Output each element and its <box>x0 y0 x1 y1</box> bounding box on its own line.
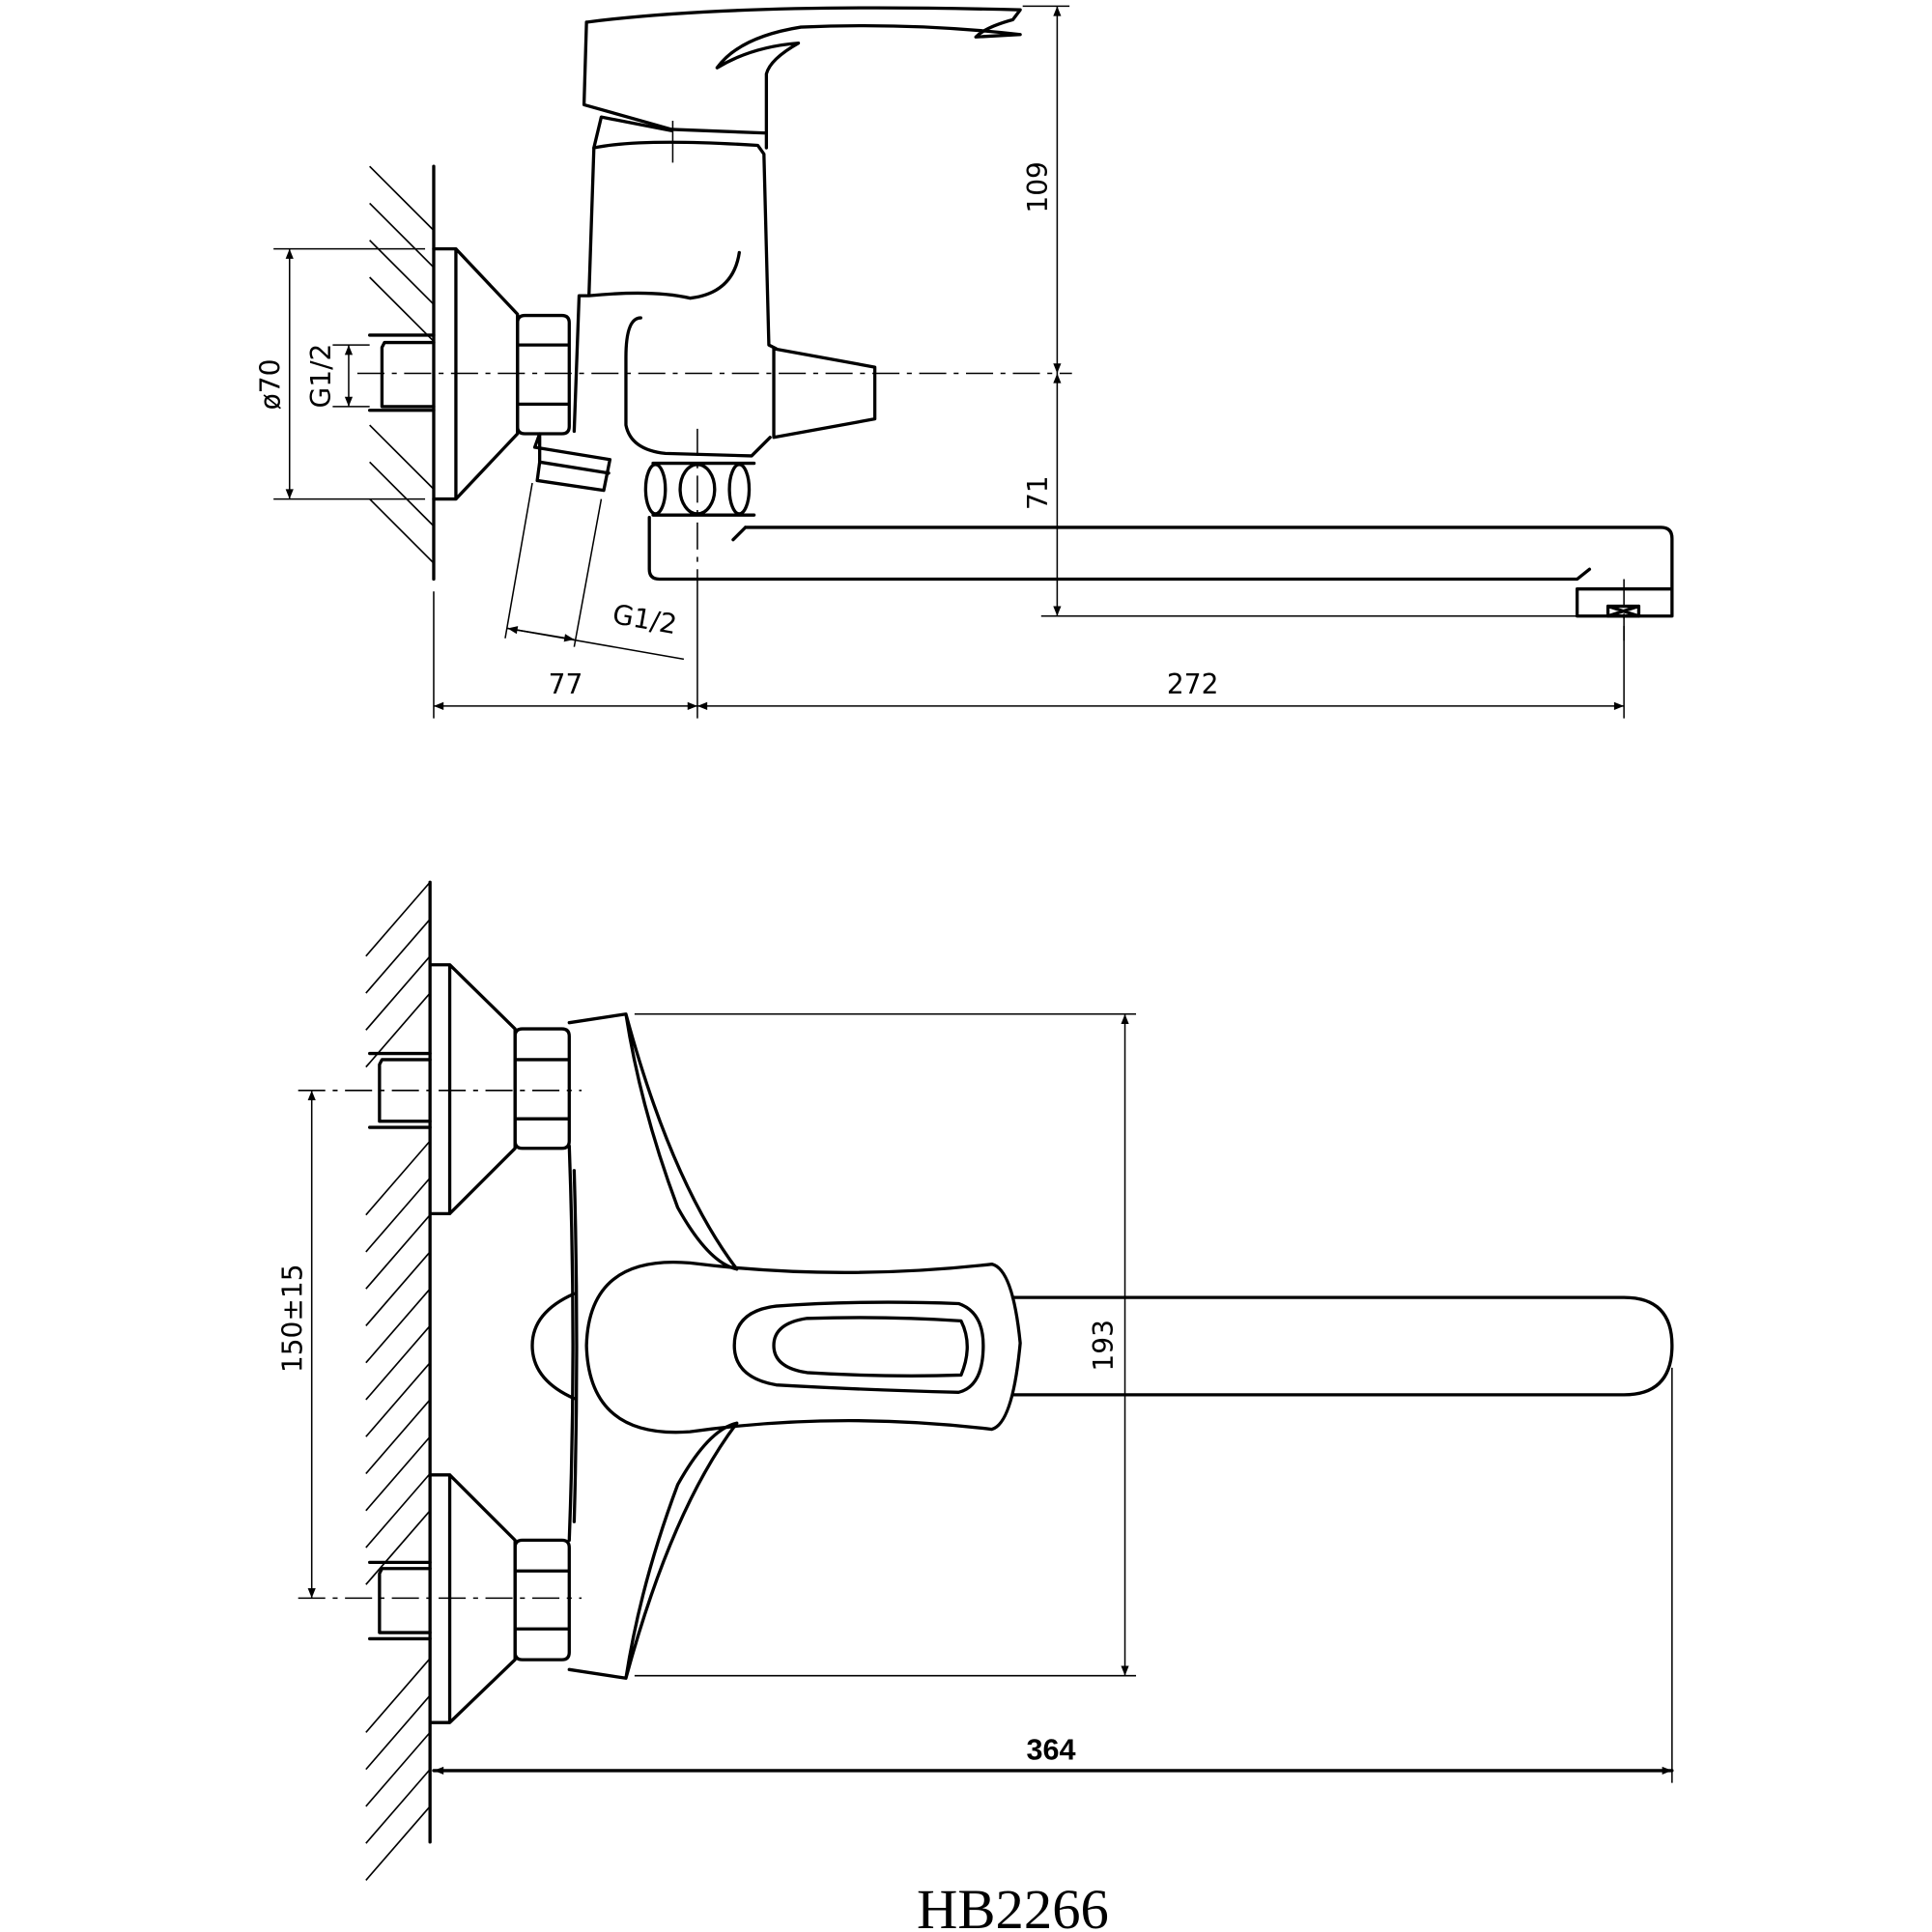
upper-hex-nut <box>513 1027 571 1151</box>
front-view: 150±15 193 364 <box>277 880 1674 1881</box>
handle-grip-inner <box>772 1316 969 1378</box>
hatch-line <box>369 165 435 232</box>
model-number: HB2266 <box>917 1878 1109 1932</box>
dimension-272: 272 <box>696 615 1625 719</box>
dimension-outlet-thread: G1/2 <box>504 482 685 661</box>
hatch-line <box>365 1510 431 1585</box>
body-wings <box>567 1012 739 1680</box>
hatch-line <box>365 881 431 957</box>
hatch-line <box>365 992 431 1068</box>
mixer-body <box>572 140 779 434</box>
aerator <box>1605 604 1641 618</box>
body-side <box>567 1144 579 1543</box>
spout <box>647 516 1674 618</box>
hatch-line <box>369 461 435 527</box>
hatch-line <box>369 240 435 305</box>
dimension-109: 109 <box>1022 5 1070 374</box>
handle-lever <box>582 6 1022 150</box>
hatch-line <box>365 1362 431 1437</box>
hatch-line <box>365 1472 431 1548</box>
dim-label-272: 272 <box>1167 668 1219 700</box>
dim-label-193: 193 <box>1088 1320 1120 1372</box>
handle <box>584 1260 1022 1435</box>
lower-inlet-pipe <box>367 1560 432 1641</box>
dimension-193: 193 <box>634 1012 1137 1677</box>
hex-nut <box>516 313 571 436</box>
hatch-line <box>365 1731 431 1807</box>
upper-flange <box>428 963 517 1216</box>
hatch-line <box>365 1288 431 1364</box>
lower-hex-nut <box>513 1538 571 1662</box>
dim-label-109: 109 <box>1022 161 1054 213</box>
hatch-line <box>365 1769 431 1844</box>
ring-detail <box>727 463 752 516</box>
spout <box>1010 1295 1674 1397</box>
hatch-line <box>365 955 431 1031</box>
inlet-pipe <box>367 333 436 412</box>
dimension-364: 364 <box>432 1367 1674 1783</box>
outlet-fitting <box>532 432 612 493</box>
body-recess <box>624 316 772 458</box>
hatch-line <box>369 202 435 269</box>
dim-label-71: 71 <box>1022 475 1054 510</box>
dim-label-inlet-thread: G1/2 <box>305 344 337 409</box>
hatch-line <box>365 1251 431 1326</box>
hatch-line <box>369 424 435 490</box>
dimension-71: 71 <box>1022 373 1577 617</box>
side-cap <box>772 347 877 440</box>
handle-grip-outer <box>732 1300 985 1394</box>
body-bulge <box>530 1292 577 1401</box>
dim-label-diameter: ø70 <box>255 359 287 411</box>
dim-label-364: 364 <box>1026 1733 1075 1766</box>
hatch-line <box>365 1177 431 1253</box>
hatch-line <box>365 1805 431 1881</box>
dim-label-outlet-thread: G1/2 <box>611 598 680 640</box>
dimension-inlet-thread: G1/2 <box>305 344 370 409</box>
hatch-line <box>365 1694 431 1771</box>
swivel-ring <box>651 461 756 517</box>
wall-hatch-bottom <box>365 881 431 1881</box>
dim-label-77: 77 <box>549 668 583 700</box>
dimension-150: 150±15 <box>277 1090 316 1599</box>
hatch-line <box>365 1140 431 1216</box>
hatch-line <box>365 1324 431 1401</box>
dimension-flange-diameter: ø70 <box>255 247 426 500</box>
hatch-line <box>365 1399 431 1475</box>
hatch-line <box>369 497 435 564</box>
hatch-line <box>365 1435 431 1512</box>
dimension-77: 77 <box>433 579 698 719</box>
hatch-line <box>369 276 435 342</box>
hatch-line <box>365 918 431 994</box>
lever-base <box>592 115 673 150</box>
dim-label-150: 150±15 <box>277 1264 309 1373</box>
hatch-line <box>365 1214 431 1290</box>
wall-hatch-top <box>369 165 435 564</box>
ring-detail <box>643 463 668 516</box>
side-view: 109 71 ø70 G1/2 G1/2 77 272 <box>255 5 1674 719</box>
hatch-line <box>365 1658 431 1733</box>
upper-inlet-pipe <box>367 1051 432 1129</box>
